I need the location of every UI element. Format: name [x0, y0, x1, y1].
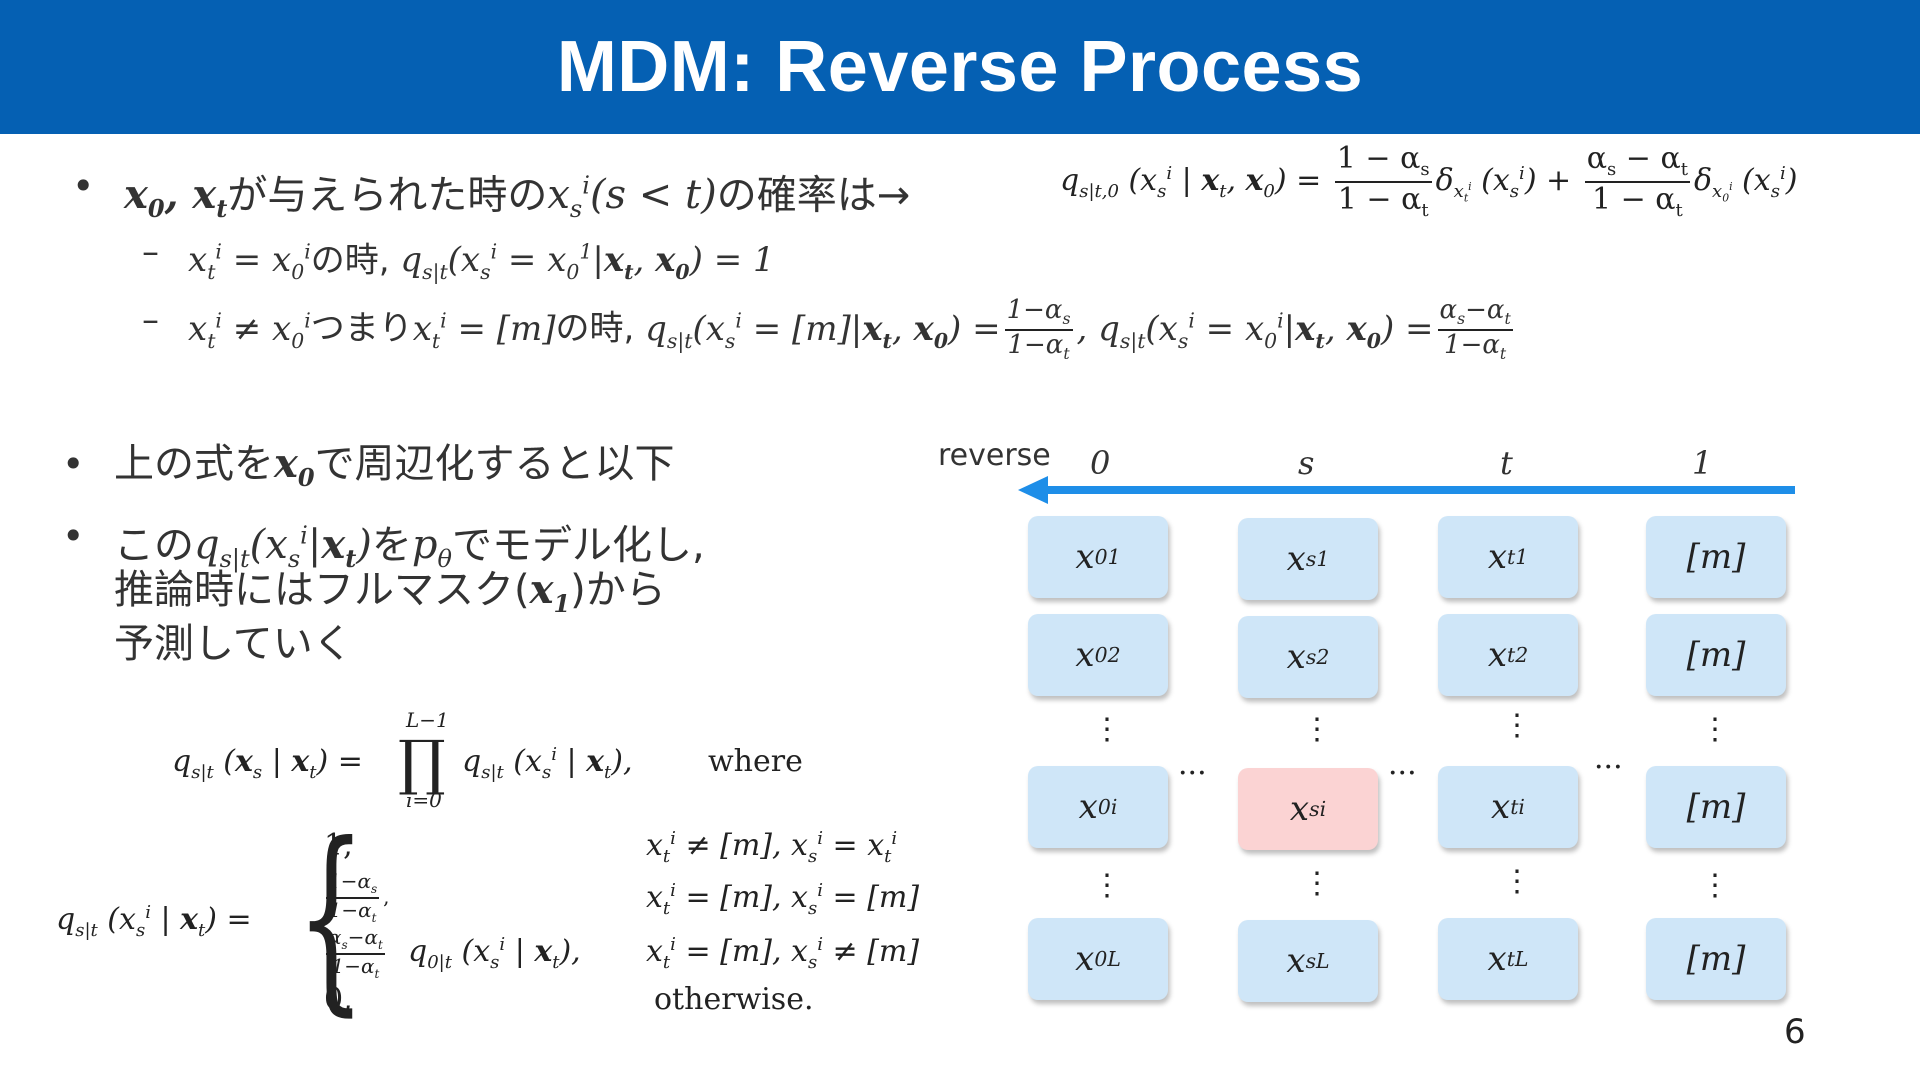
bullet-text-3: でモデル化し, — [451, 522, 705, 569]
equation-cases: qs|t (xsi | xt) = { 1, xti ≠ [m], xsi = … — [56, 801, 920, 1034]
bullet-dot-icon: • — [62, 442, 85, 486]
sub-bullet-masked: – xti ≠ x0iつまりxti = [m]の時, qs|t(xsi = [m… — [142, 295, 1513, 364]
bullet-probability: • x0, xtが与えられた時のxsi(s < t)の確率は→ — [72, 160, 911, 235]
math-xt-neq-x0: xti ≠ x0i — [188, 308, 311, 353]
arrow-left-icon — [1018, 476, 1048, 504]
vdots: ⋮ — [1502, 864, 1532, 899]
vdots: ⋮ — [1302, 712, 1332, 747]
otherwise-label: otherwise. — [654, 982, 814, 1017]
bullet-dot-icon: • — [62, 514, 85, 558]
bullet-text-2: で周辺化すると以下 — [314, 441, 675, 487]
bullet-text-tail: の確率は→ — [716, 172, 911, 219]
axis-label-s: s — [1298, 444, 1315, 482]
bullet-model-line3: 予測していく — [114, 618, 353, 670]
math-xt-eq-m: xti = [m] — [412, 308, 556, 353]
axis-label-t: t — [1500, 444, 1513, 482]
bullet-model: • このqs|t(xsi|xt)をpθでモデル化し, — [62, 510, 705, 585]
cell-mask-1: [m] — [1646, 516, 1786, 598]
bullet-model-line2: 推論時にはフルマスク(x1)から — [114, 566, 666, 618]
bullet-text-2: から — [585, 567, 666, 613]
reverse-label: reverse — [938, 438, 1051, 473]
math-q-eq-1: qs|t(xsi = x01|xt, x0) = 1 — [400, 240, 775, 285]
math-q-unmask: qs|t(xsi = x0i|xt, x0) = — [1098, 308, 1434, 353]
sub-text: の時, — [310, 240, 390, 281]
vdots: ⋮ — [1092, 868, 1122, 903]
slide-title: MDM: Reverse Process — [556, 27, 1364, 107]
bullet-text: が与えられた時の — [227, 172, 548, 219]
math-xsi-s-lt-t: xsi(s < t) — [547, 172, 717, 224]
math-x0: x0 — [274, 440, 315, 492]
vdots: ⋮ — [1092, 712, 1122, 747]
hdots: ··· — [1388, 756, 1417, 791]
math-q-st: qs|t(xsi|xt) — [194, 521, 372, 574]
vdots: ⋮ — [1502, 708, 1532, 743]
sub-text-1: つまり — [310, 308, 413, 349]
sub-bullet-unmasked: – xti = x0iの時, qs|t(xsi = x01|xt, x0) = … — [142, 228, 775, 296]
bullet-marginalize: • 上の式をx0で周辺化すると以下 — [62, 438, 675, 504]
case1-value: 1, — [324, 828, 353, 863]
math-xt-eq-x0: xti = x0i — [188, 240, 311, 285]
cell-mask-2: [m] — [1646, 614, 1786, 696]
bullet-text: 予測していく — [114, 621, 353, 667]
sub-text-2: の時, — [555, 308, 635, 349]
dash-icon: – — [142, 232, 159, 272]
dash-icon: – — [142, 300, 159, 340]
case4-value: 0, — [324, 982, 353, 1017]
bullet-text-2: を — [371, 522, 412, 569]
vdots: ⋮ — [1700, 712, 1730, 747]
brace-icon: { — [296, 801, 366, 1034]
title-bar: MDM: Reverse Process — [0, 0, 1920, 134]
math-p-theta: pθ — [411, 522, 452, 574]
math-q-mask: qs|t(xsi = [m]|xt, x0) = — [645, 308, 1001, 353]
math-x0-xt: x0, xt — [124, 171, 228, 224]
cell-mask-i: [m] — [1646, 766, 1786, 848]
hdots: ··· — [1594, 750, 1623, 785]
where-label: where — [708, 744, 803, 779]
axis-label-1: 1 — [1692, 444, 1713, 482]
hdots: ··· — [1178, 756, 1207, 791]
vdots: ⋮ — [1700, 868, 1730, 903]
cell-mask-L: [m] — [1646, 918, 1786, 1000]
bullet-text: 推論時にはフルマスク — [114, 567, 514, 613]
bullet-text: 上の式を — [114, 441, 274, 487]
reverse-arrow — [1030, 486, 1795, 494]
vdots: ⋮ — [1302, 866, 1332, 901]
page-number: 6 — [1784, 1012, 1806, 1052]
bullet-text: この — [114, 522, 194, 569]
bullet-dot-icon: • — [72, 164, 95, 208]
math-x1: x1 — [529, 566, 571, 618]
axis-label-0: 0 — [1090, 444, 1111, 482]
